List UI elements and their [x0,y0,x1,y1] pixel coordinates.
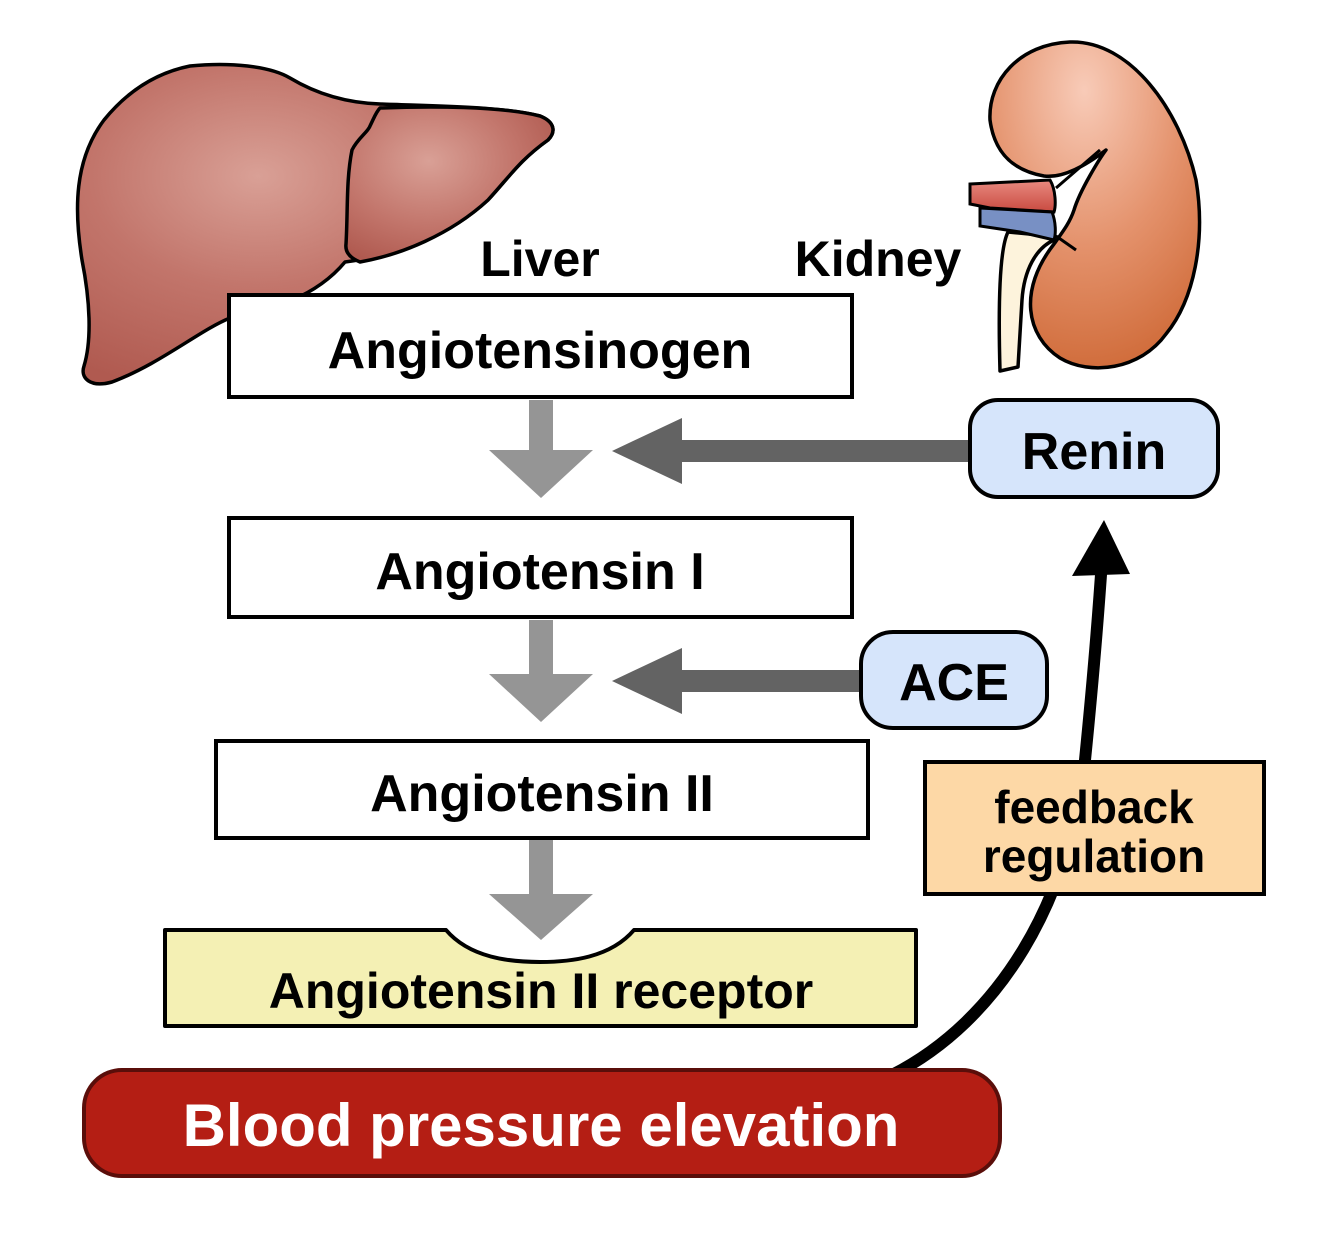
blood-pressure-elevation-banner: Blood pressure elevation [82,1068,1002,1178]
kidney-label: Kidney [795,231,962,287]
conversion-arrow-3-head [489,894,593,940]
blood-pressure-elevation-label: Blood pressure elevation [183,1092,900,1159]
feedback-regulation-box: feedback regulation [923,760,1266,896]
ace-badge: ACE [859,630,1049,730]
angiotensin-1-box: Angiotensin I [227,516,854,619]
renin-arrow [612,418,970,484]
angiotensin-2-box: Angiotensin II [214,739,870,840]
angiotensin-2-receptor-label: Angiotensin II receptor [269,963,814,1019]
angiotensin-1-label: Angiotensin I [375,543,704,601]
renin-badge: Renin [968,398,1220,499]
conversion-arrow-3 [529,840,553,896]
angiotensin-2-label: Angiotensin II [370,765,714,823]
ace-label: ACE [899,654,1009,712]
angiotensinogen-box: Angiotensinogen [227,293,854,399]
ace-arrow [612,648,864,714]
angiotensin-2-receptor-box: Angiotensin II receptor [163,928,918,1028]
conversion-arrow-1 [489,400,593,498]
kidney-icon [968,40,1202,373]
liver-icon [75,62,555,386]
liver-label: Liver [480,231,600,287]
feedback-label-line2: regulation [983,830,1205,882]
renin-label: Renin [1022,423,1166,481]
angiotensinogen-label: Angiotensinogen [328,322,753,380]
conversion-arrow-2 [489,620,593,722]
feedback-label-line1: feedback [994,781,1194,833]
